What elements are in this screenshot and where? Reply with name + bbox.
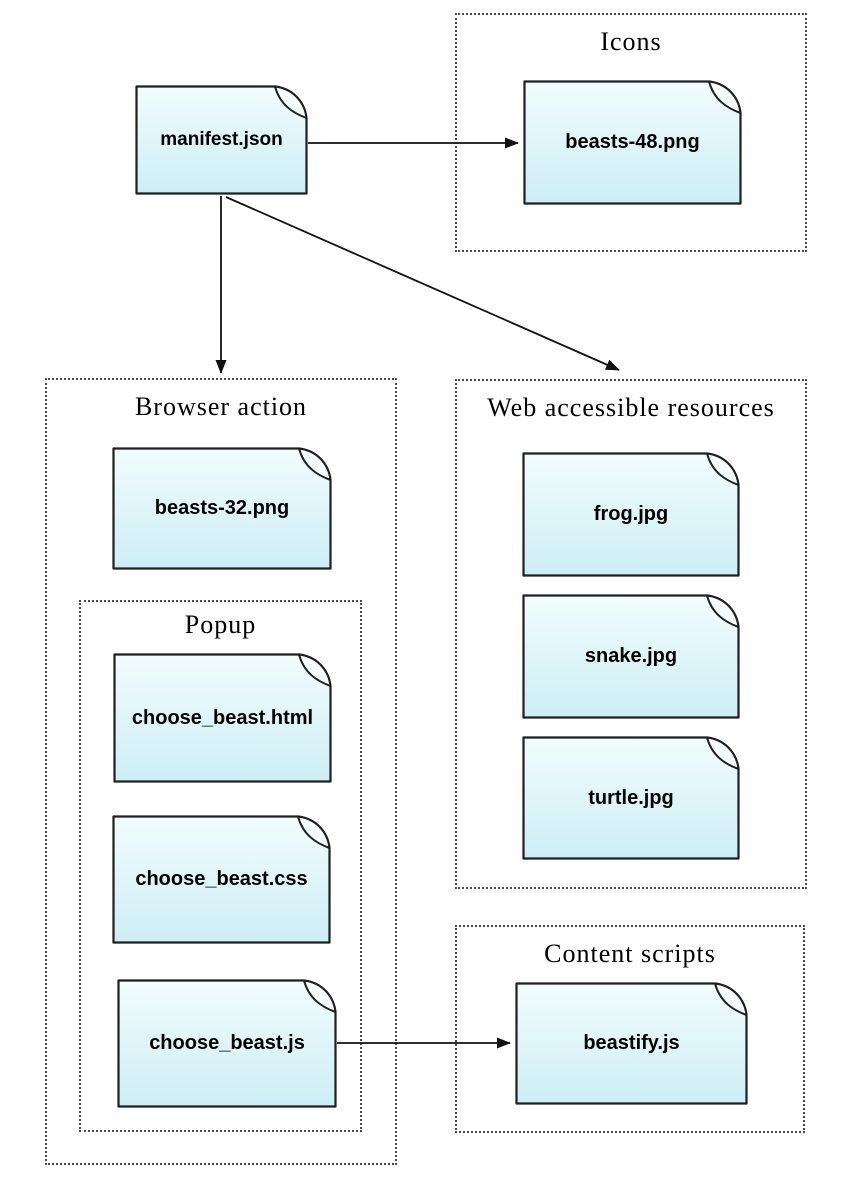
group-content-scripts: Content scripts [455, 925, 805, 1133]
group-title-content-scripts: Content scripts [544, 939, 716, 968]
file-node-choose-beast-js: choose_beast.js [117, 979, 337, 1108]
group-web-accessible-resources: Web accessible resources [455, 379, 807, 889]
group-title-browser-action: Browser action [134, 392, 308, 421]
file-node-choose-beast-css: choose_beast.css [112, 815, 331, 944]
file-node-label: beasts-48.png [565, 131, 700, 153]
file-node-label: beasts-32.png [154, 497, 290, 519]
file-node-label: beastify.js [583, 1032, 680, 1054]
group-popup: Popup [79, 600, 362, 1132]
file-node-beastify-js: beastify.js [515, 982, 748, 1105]
group-title-web-accessible-resources: Web accessible resources [487, 393, 775, 422]
file-node-label: choose_beast.js [149, 1032, 305, 1054]
file-node-label: frog.jpg [593, 503, 669, 525]
file-node-beasts-48-png: beasts-48.png [523, 80, 742, 205]
file-node-label: turtle.jpg [588, 786, 674, 809]
file-node-label: choose_beast.html [131, 706, 314, 729]
group-icons: Icons [455, 13, 807, 252]
group-title-icons: Icons [600, 27, 662, 56]
group-title-popup: Popup [184, 610, 257, 639]
file-node-snake-jpg: snake.jpg [522, 594, 740, 719]
file-node-label: choose_beast.css [135, 868, 308, 890]
file-node-beasts-32-png: beasts-32.png [112, 447, 332, 570]
group-browser-action: Browser action [45, 378, 397, 1165]
file-node-turtle-jpg: turtle.jpg [522, 736, 740, 860]
file-node-choose-beast-html: choose_beast.html [113, 653, 332, 783]
file-node-label: manifest.json [160, 129, 283, 150]
file-node-manifest-json: manifest.json [135, 85, 308, 195]
file-node-frog-jpg: frog.jpg [522, 452, 740, 577]
file-node-label: snake.jpg [584, 645, 678, 667]
